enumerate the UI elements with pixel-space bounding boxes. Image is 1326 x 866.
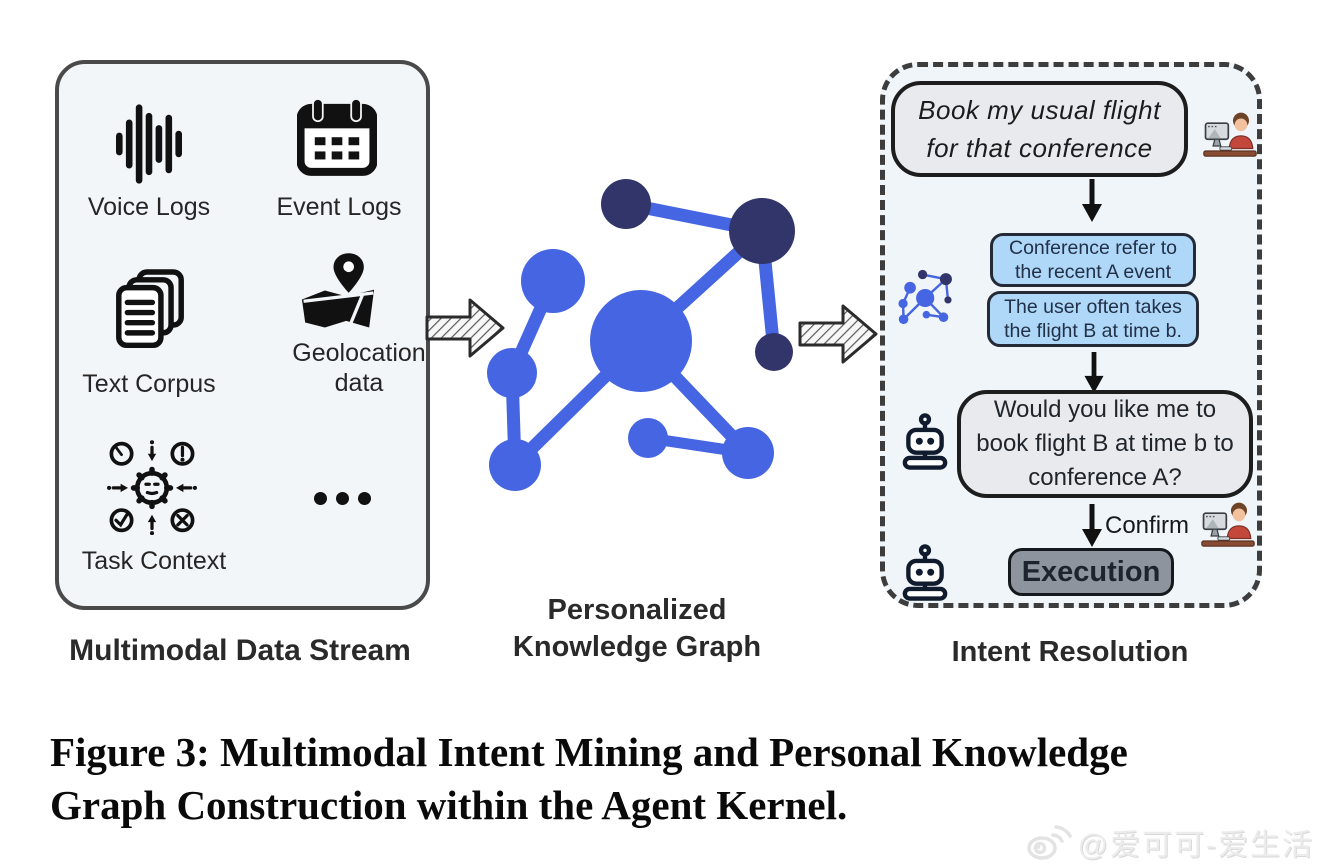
person-at-computer-icon [1201, 502, 1255, 547]
caption-line-1: Figure 3: Multimodal Intent Mining and P… [50, 729, 1128, 775]
voice-logs-label: Voice Logs [87, 193, 211, 221]
ellipsis-icon [314, 492, 371, 505]
inference-box-1: Conference refer to the recent A event [990, 233, 1196, 287]
multimodal-data-panel: Voice Logs Event Logs Text Co [55, 60, 430, 610]
hatched-arrow-left [425, 298, 505, 358]
agent-proposal-bubble: Would you like me to book flight B at ti… [957, 390, 1253, 498]
mini-knowledge-graph-icon [898, 269, 952, 325]
weibo-logo-icon [1026, 825, 1072, 860]
left-panel-title: Multimodal Data Stream [69, 634, 411, 667]
task-context-label: Task Context [81, 547, 227, 575]
knowledge-graph-icon [487, 179, 795, 491]
caption-line-2: Graph Construction within the Agent Kern… [50, 782, 848, 828]
down-arrow-icon [1082, 179, 1102, 222]
hatched-arrow-right [798, 304, 878, 364]
user-request-bubble: Book my usual flight for that conference [891, 81, 1188, 177]
voice-waveform-icon [116, 104, 182, 184]
calendar-icon [297, 98, 377, 176]
confirm-arrow-icon [1082, 504, 1102, 547]
confirm-label: Confirm [1105, 512, 1190, 539]
execution-label: Execution [1021, 555, 1161, 588]
robot-icon [902, 544, 948, 601]
agent-proposal-text: Would you like me to book flight B at ti… [976, 396, 1234, 491]
right-panel-title: Intent Resolution [951, 636, 1189, 668]
user-request-text: Book my usual flight for that conference [918, 95, 1161, 163]
event-logs-label: Event Logs [276, 193, 402, 221]
inference-2-text: The user often takes the flight B at tim… [1004, 295, 1182, 343]
watermark-text: @爱可可-爱生活 [1077, 829, 1314, 862]
inference-1-text: Conference refer to the recent A event [1008, 236, 1177, 284]
document-stack-icon [116, 269, 184, 349]
map-location-icon [301, 252, 375, 328]
execution-box: Execution [1008, 548, 1174, 596]
inference-box-2: The user often takes the flight B at tim… [987, 291, 1199, 347]
geolocation-label: Geolocation data [292, 339, 426, 397]
robot-icon [902, 413, 948, 470]
watermark: @爱可可-爱生活 [1026, 820, 1314, 864]
text-corpus-label: Text Corpus [82, 370, 216, 398]
intent-resolution-panel: Book my usual flight for that conference [880, 62, 1262, 608]
person-at-computer-icon [1203, 112, 1257, 157]
figure-caption: Figure 3: Multimodal Intent Mining and P… [50, 726, 1290, 832]
down-arrow-icon [1084, 352, 1104, 394]
center-title: Personalized Knowledge Graph [512, 594, 762, 663]
task-gear-icon [107, 440, 197, 535]
